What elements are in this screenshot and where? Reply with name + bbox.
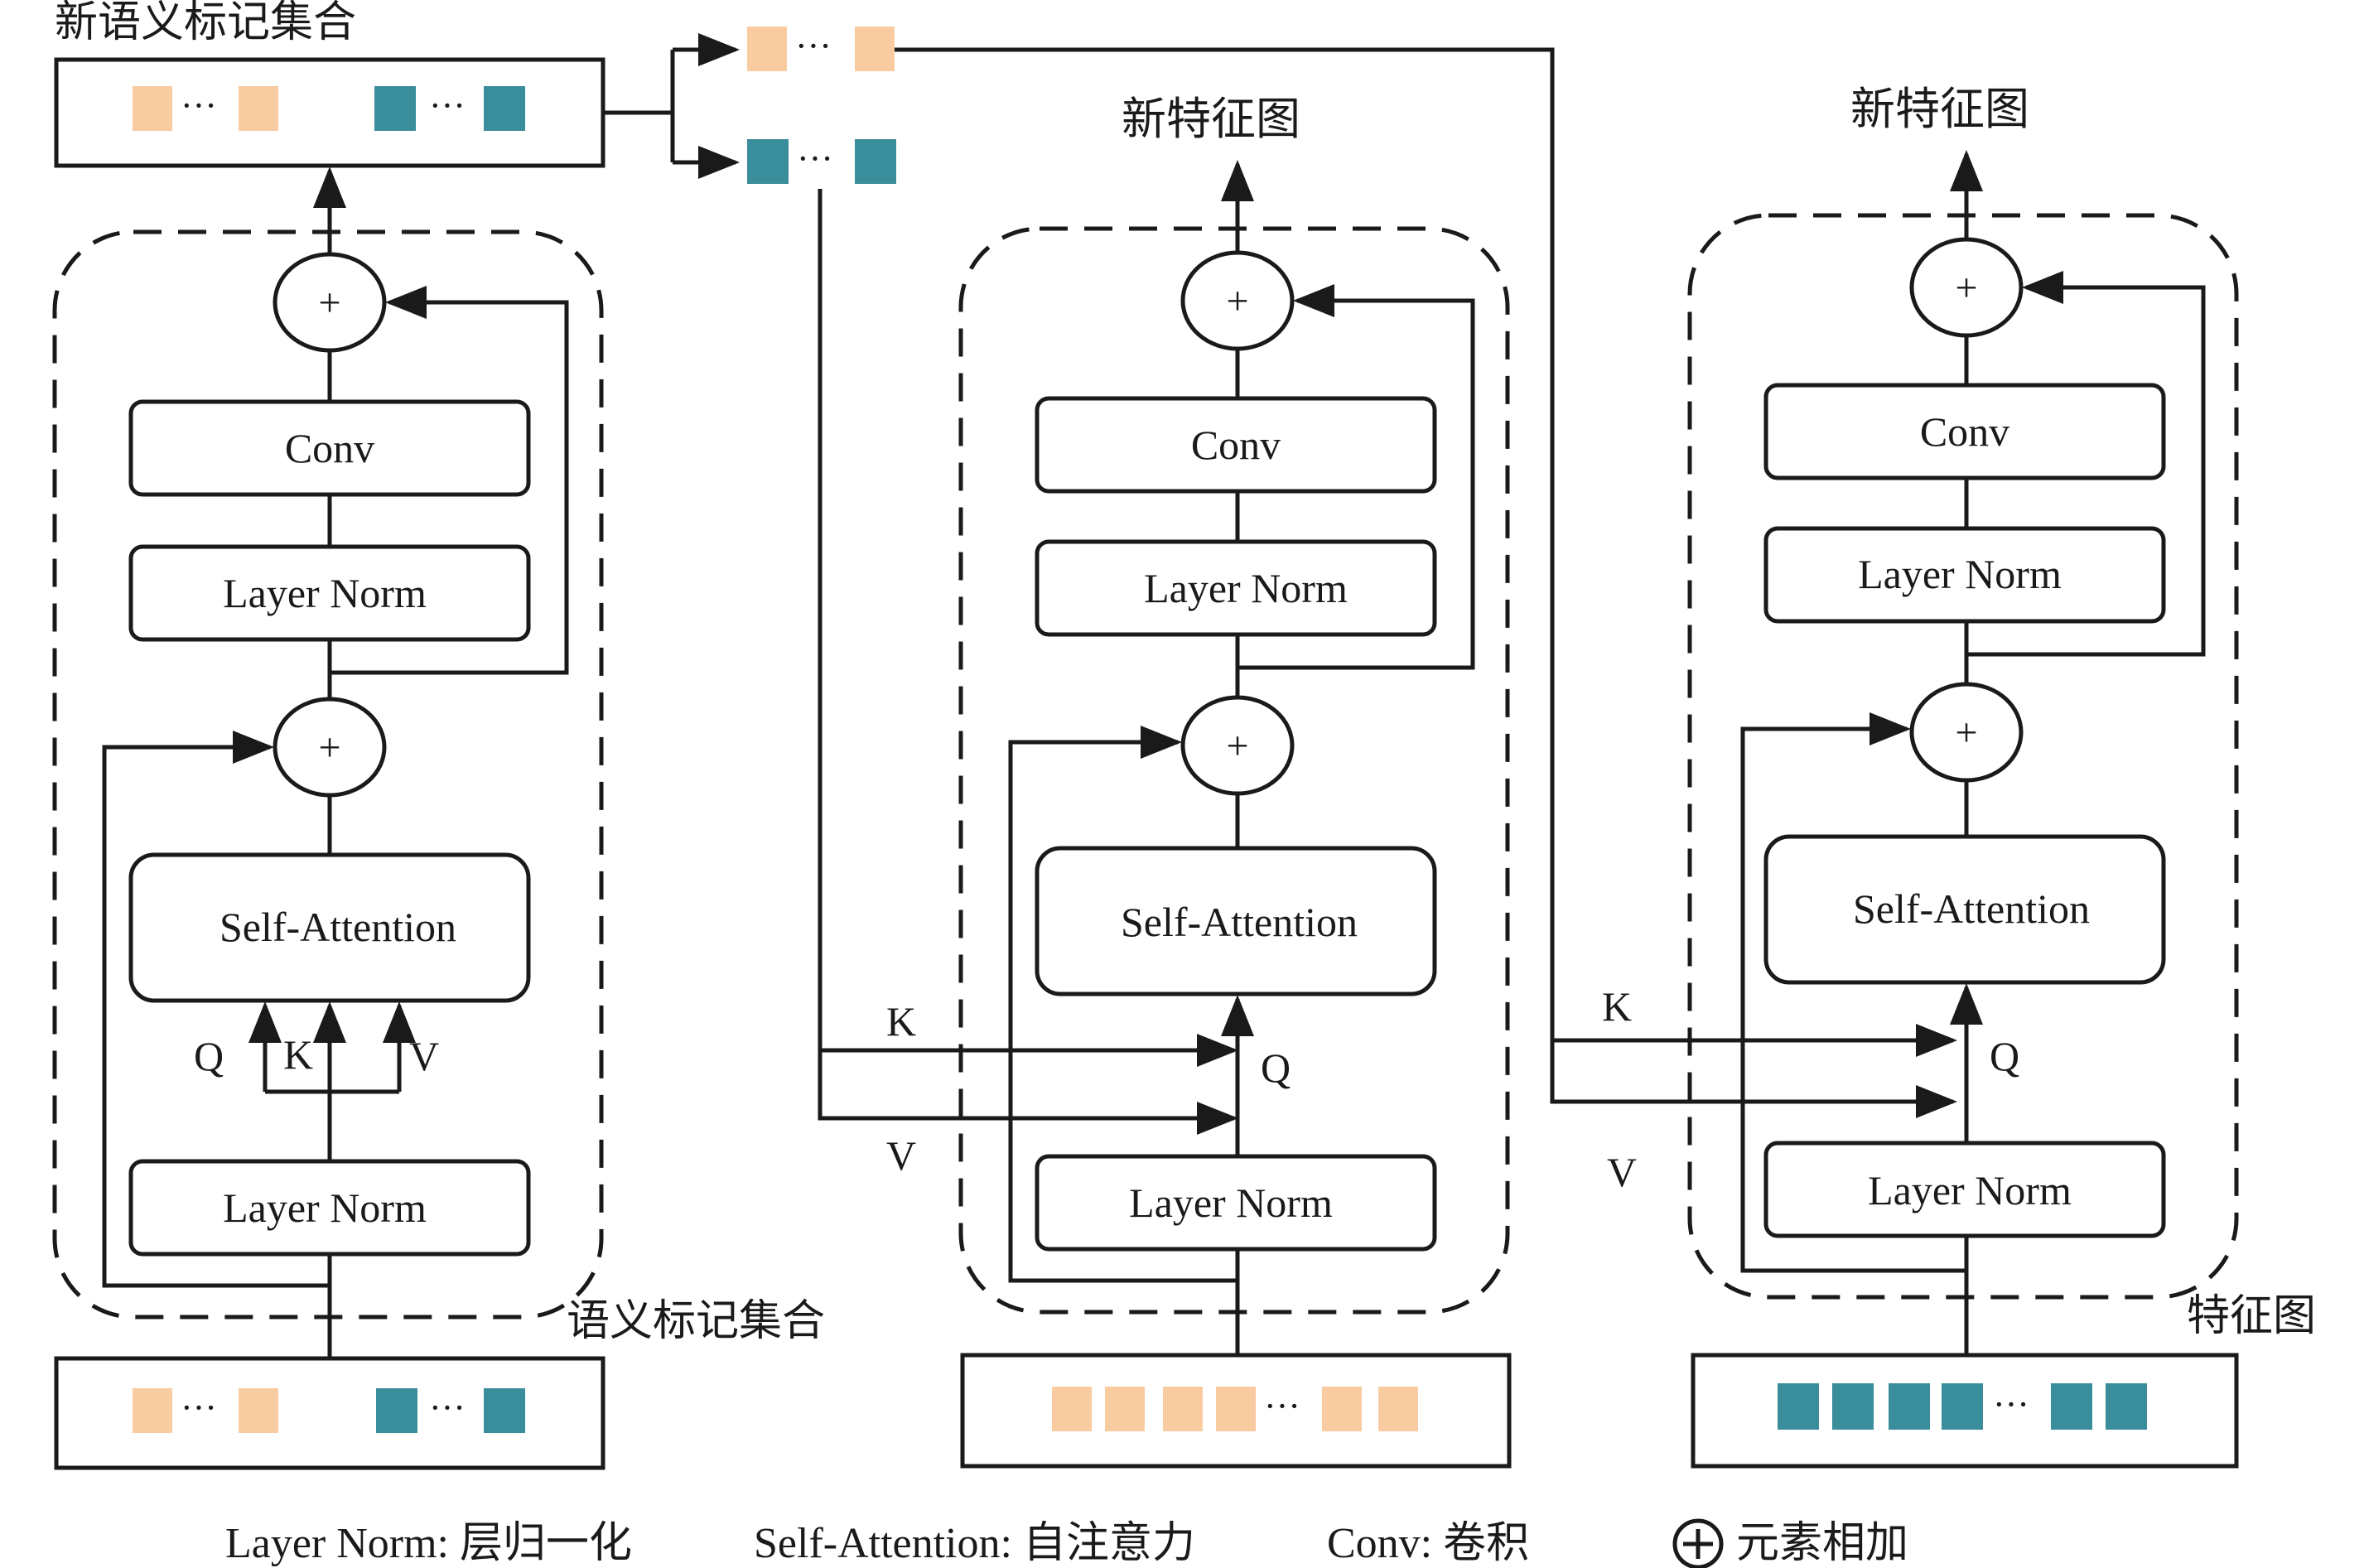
add-symbol-icon <box>1672 1518 1724 1568</box>
token-orange <box>1216 1387 1256 1431</box>
legend-add: 元素相加 <box>1736 1520 1908 1567</box>
self-attention-label-2: Self-Attention <box>1121 899 1358 945</box>
q-label-1: Q <box>194 1033 224 1079</box>
dots: ··· <box>1264 1386 1300 1426</box>
panel-token-transformer <box>52 57 605 1470</box>
dots: ··· <box>429 1387 466 1428</box>
plus-label-3b: + <box>1955 711 1977 755</box>
dots: ··· <box>795 26 832 66</box>
token-blue <box>1889 1383 1930 1430</box>
legend-layer-norm: Layer Norm: 层归一化 <box>225 1520 632 1567</box>
plus-label-2a: + <box>1226 279 1248 323</box>
token-orange <box>1163 1387 1203 1431</box>
k-label-2: K <box>886 998 916 1045</box>
dots: ··· <box>181 1387 217 1428</box>
v-label-2: V <box>886 1132 916 1179</box>
token-blue <box>1778 1383 1819 1430</box>
plus-label-1a: + <box>318 281 340 325</box>
feature-map-title: 特征图 <box>2187 1293 2316 1340</box>
layer-norm-label-2b: Layer Norm <box>1129 1180 1333 1226</box>
plus-label-1b: + <box>318 726 340 770</box>
dots: ··· <box>797 138 833 179</box>
plus-label-3a: + <box>1955 266 1977 310</box>
token-blue <box>2106 1383 2147 1430</box>
layer-norm-label-1a: Layer Norm <box>223 570 427 616</box>
k-label-3: K <box>1602 983 1632 1030</box>
layer-norm-label-3a: Layer Norm <box>1858 551 2062 597</box>
self-attention-label-3: Self-Attention <box>1853 885 2090 932</box>
layer-norm-label-2a: Layer Norm <box>1144 565 1348 611</box>
token-set-title: 语义标记集合 <box>567 1298 825 1345</box>
token-orange <box>239 86 278 131</box>
token-orange <box>1322 1387 1362 1431</box>
token-orange <box>1105 1387 1145 1431</box>
token-orange <box>1378 1387 1418 1431</box>
token-blue <box>376 1388 417 1433</box>
token-blue <box>374 86 416 131</box>
token-split-connector <box>603 33 1957 1135</box>
self-attention-label-1: Self-Attention <box>220 904 456 950</box>
q-label-2: Q <box>1261 1045 1291 1091</box>
token-blue <box>484 1388 525 1433</box>
token-orange <box>747 27 787 71</box>
dots: ··· <box>429 85 466 126</box>
token-orange <box>855 27 895 71</box>
dashed-block-3 <box>1687 213 2239 1300</box>
token-blue <box>1942 1383 1983 1430</box>
conv-label-3: Conv <box>1920 408 2009 455</box>
layer-norm-label-1b: Layer Norm <box>223 1184 427 1231</box>
v-label-1: V <box>409 1033 439 1079</box>
dots: ··· <box>1993 1384 2029 1425</box>
dots: ··· <box>181 85 217 126</box>
diagram-text: 新语义标记集合 语义标记集合 新特征图 新特征图 特征图 ··· ··· ···… <box>55 0 2316 1567</box>
q-label-3: Q <box>1990 1033 2019 1079</box>
conv-label-2: Conv <box>1191 422 1281 468</box>
legend-self-attention: Self-Attention: 自注意力 <box>754 1520 1195 1567</box>
panel-right-transformer <box>1687 150 2239 1469</box>
token-orange <box>1052 1387 1092 1431</box>
token-blue <box>1832 1383 1874 1430</box>
token-blue <box>2051 1383 2092 1430</box>
plus-label-2b: + <box>1226 724 1248 768</box>
panel-middle-transformer <box>958 160 1512 1469</box>
token-orange <box>133 1388 172 1433</box>
dashed-block-2 <box>958 226 1510 1315</box>
new-feature-map-title-2: 新特征图 <box>1850 84 2029 134</box>
token-squares <box>133 27 2147 1433</box>
token-blue <box>747 139 789 184</box>
token-orange <box>239 1388 278 1433</box>
token-blue <box>855 139 896 184</box>
legend-conv: Conv: 卷积 <box>1327 1520 1529 1567</box>
new-token-set-title: 新语义标记集合 <box>55 0 356 46</box>
k-label-1: K <box>283 1031 313 1078</box>
new-feature-map-title-1: 新特征图 <box>1122 94 1300 144</box>
v-label-3: V <box>1607 1149 1637 1195</box>
layer-norm-label-3b: Layer Norm <box>1868 1167 2072 1213</box>
conv-label-1: Conv <box>285 425 374 471</box>
token-blue <box>484 86 525 131</box>
token-orange <box>133 86 172 131</box>
